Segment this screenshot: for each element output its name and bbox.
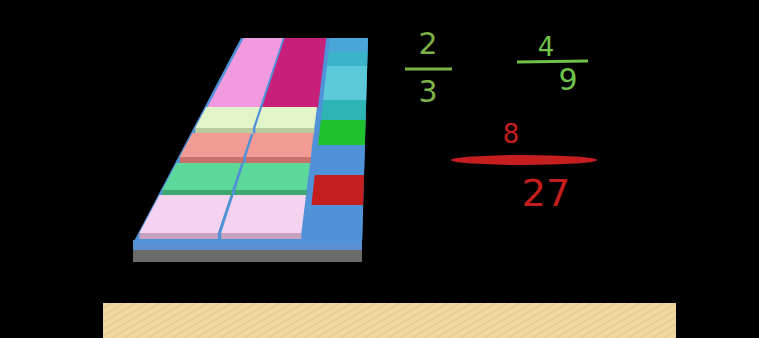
fraction-number: 4 xyxy=(538,34,555,60)
tile-side xyxy=(221,233,301,239)
column-band xyxy=(323,66,367,100)
tile xyxy=(255,107,317,128)
third-block xyxy=(262,38,326,108)
tile xyxy=(180,133,251,157)
column-band xyxy=(315,145,365,175)
tile xyxy=(139,195,230,233)
tile-side xyxy=(180,157,243,163)
fraction-number: 27 xyxy=(522,174,570,212)
column-band xyxy=(321,100,366,120)
tile-side xyxy=(139,233,217,239)
fraction-number: 8 xyxy=(503,121,520,147)
tan-bar xyxy=(103,303,676,338)
fraction-bar xyxy=(405,68,452,71)
fraction-number: 3 xyxy=(418,77,437,107)
tile xyxy=(195,107,260,128)
column-band xyxy=(318,120,366,145)
column-band xyxy=(311,175,364,205)
column-band xyxy=(328,38,368,52)
tile xyxy=(221,195,306,233)
tile-side xyxy=(246,157,311,163)
tile xyxy=(162,163,241,190)
column-band xyxy=(327,52,368,66)
fraction-number: 9 xyxy=(558,65,577,95)
column-band xyxy=(308,205,364,240)
fraction-number: 2 xyxy=(418,29,437,59)
fraction-bar xyxy=(517,61,588,62)
board-top xyxy=(133,38,368,243)
fraction-bar xyxy=(451,155,597,165)
tile xyxy=(235,163,310,190)
tile xyxy=(246,133,314,157)
